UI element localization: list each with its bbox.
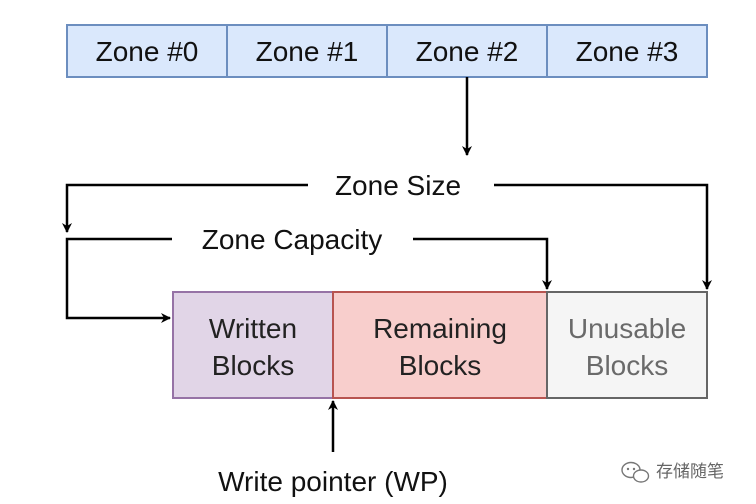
zone-label-1: Zone #1 [256, 36, 359, 67]
zone-capacity-right-arrow [413, 237, 552, 290]
zone-size-left-arrow [62, 183, 308, 233]
zone-capacity-left-line [65, 237, 172, 323]
zone-cell-0 [66, 24, 228, 78]
zone-label-3: Zone #3 [576, 36, 679, 67]
zone-label-0: Zone #0 [96, 36, 199, 67]
unusable-blocks-box [546, 291, 708, 399]
remaining-blocks-line1: Remaining [373, 313, 507, 344]
zone-capacity-label: Zone Capacity [202, 224, 383, 255]
zone-label-2: Zone #2 [416, 36, 519, 67]
unusable-blocks-line2: Blocks [586, 350, 668, 381]
zone-strip: Zone #0 Zone #1 Zone #2 Zone #3 [66, 24, 708, 78]
zone-cell-3 [546, 24, 708, 78]
written-blocks-box [172, 291, 334, 399]
watermark: 存储随笔 [621, 461, 724, 483]
blocks-row: Written Blocks Remaining Blocks Unusable… [172, 291, 708, 399]
remaining-blocks-box [332, 291, 548, 399]
written-blocks-line2: Blocks [212, 350, 294, 381]
written-blocks-line1: Written [209, 313, 297, 344]
wechat-icon [621, 461, 650, 483]
remaining-blocks-line2: Blocks [399, 350, 481, 381]
zone-size-right-arrow [494, 183, 712, 290]
zone-size-label: Zone Size [335, 170, 461, 201]
watermark-text: 存储随笔 [656, 462, 724, 482]
unusable-blocks-line1: Unusable [568, 313, 686, 344]
zone-cell-1 [226, 24, 388, 78]
write-pointer-label: Write pointer (WP) [218, 466, 448, 497]
